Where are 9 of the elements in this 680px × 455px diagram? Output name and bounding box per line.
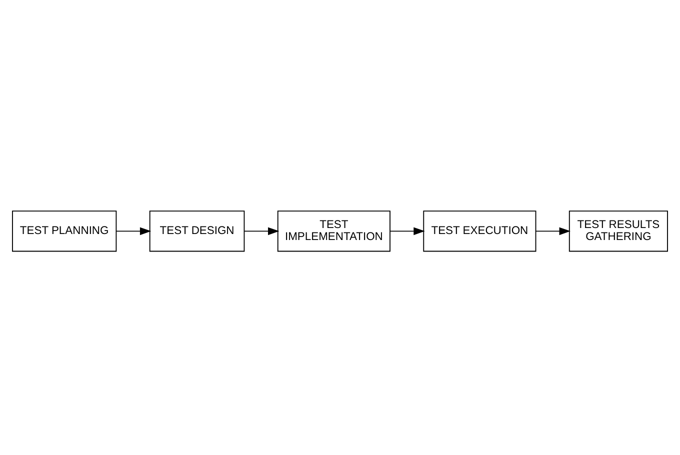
arrow	[244, 227, 280, 236]
node-box: TEST IMPLEMENTATION	[277, 210, 390, 252]
node-box: TEST DESIGN	[149, 210, 245, 252]
node-box: TEST RESULTS GATHERING	[568, 210, 668, 252]
node-box: TEST PLANNING	[12, 210, 117, 252]
arrow	[116, 227, 152, 236]
node-box: TEST EXECUTION	[423, 210, 536, 252]
arrow	[535, 227, 570, 236]
arrow	[390, 227, 425, 236]
